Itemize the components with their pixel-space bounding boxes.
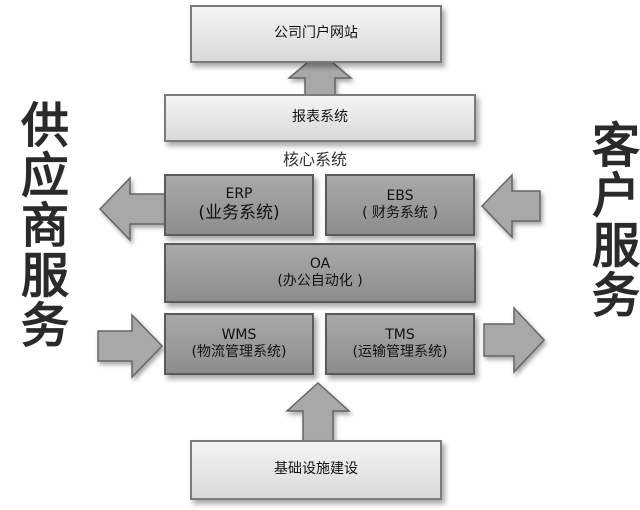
up-arrow-bottom-icon <box>285 381 351 442</box>
supplier-service-label: 供应商服务 <box>12 100 68 350</box>
customer-service-label: 客户服务 <box>583 120 639 320</box>
right-arrow-lower-left-icon <box>97 313 164 379</box>
report-system-box: 报表系统 <box>164 94 476 142</box>
right-arrow-lower-right-icon <box>483 306 546 374</box>
tms-box: TMS (运输管理系统) <box>325 313 475 375</box>
infrastructure-box: 基础设施建设 <box>190 440 442 500</box>
tms-title: TMS <box>385 326 415 343</box>
oa-subtitle: (办公自动化 ) <box>277 273 363 289</box>
erp-box: ERP (业务系统) <box>164 174 314 236</box>
ebs-title: EBS <box>386 187 414 204</box>
left-arrow-upper-left-icon <box>98 176 167 242</box>
oa-box: OA (办公自动化 ) <box>164 243 476 303</box>
portal-label: 公司门户网站 <box>274 25 358 42</box>
wms-box: WMS (物流管理系统) <box>164 313 314 375</box>
erp-title: ERP <box>225 185 253 202</box>
wms-title: WMS <box>221 326 257 343</box>
erp-subtitle: (业务系统) <box>198 203 280 224</box>
portal-box: 公司门户网站 <box>190 5 442 63</box>
infrastructure-label: 基础设施建设 <box>274 461 358 478</box>
oa-title: OA <box>309 255 331 272</box>
core-system-caption: 核心系统 <box>282 150 347 169</box>
left-arrow-upper-right-icon <box>480 173 541 239</box>
wms-subtitle: (物流管理系统) <box>191 344 287 360</box>
ebs-box: EBS ( 财务系统 ) <box>325 174 475 236</box>
report-system-label: 报表系统 <box>292 109 348 126</box>
ebs-subtitle: ( 财务系统 ) <box>362 205 438 221</box>
tms-subtitle: (运输管理系统) <box>352 344 448 360</box>
